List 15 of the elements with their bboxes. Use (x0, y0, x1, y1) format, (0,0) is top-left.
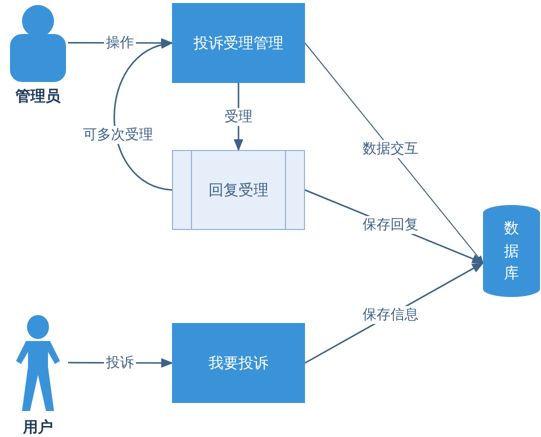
arrow (114, 40, 174, 191)
edge-label: 保存信息 (360, 306, 420, 324)
edge-label: 可多次受理 (81, 126, 155, 144)
edge-label: 操作 (104, 34, 136, 52)
database-cylinder: 数据库 (483, 205, 540, 297)
process-box: 我要投诉 (172, 323, 305, 403)
edge-label: 投诉 (104, 354, 136, 372)
process-box: 投诉受理管理 (172, 3, 305, 83)
edge-label: 保存回复 (360, 216, 420, 234)
edge-label: 受理 (222, 108, 254, 126)
edge-label: 数据交互 (360, 140, 420, 158)
actor-label: 用户 (23, 418, 53, 437)
process-box: 回复受理 (172, 150, 305, 230)
actor-label: 管理员 (16, 87, 60, 106)
arrow (304, 42, 484, 264)
